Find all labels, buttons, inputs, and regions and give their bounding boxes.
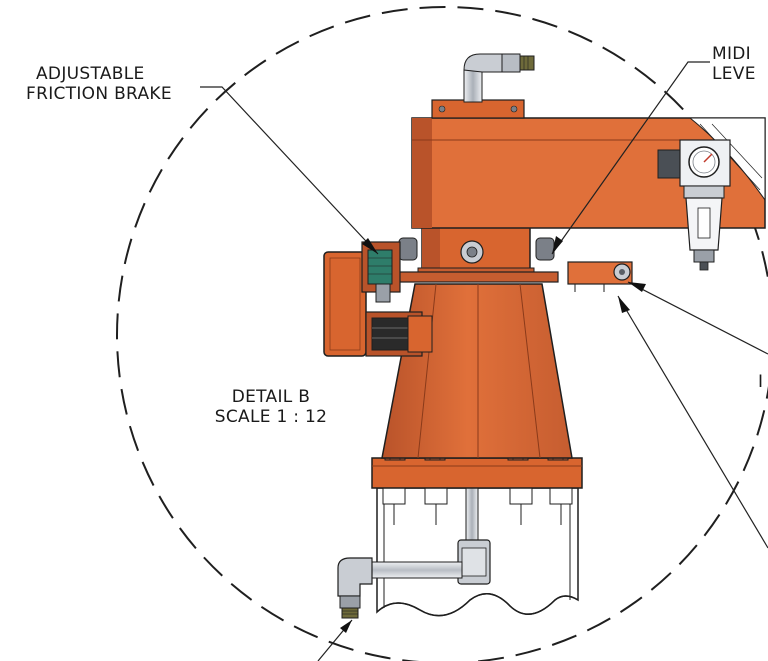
label-detail-title: DETAIL B [231, 387, 311, 407]
label-midi-line2: LEVE [712, 64, 756, 84]
upper-column [417, 221, 535, 279]
brake-plate [361, 237, 633, 292]
leader-arrowheads [340, 236, 646, 633]
leader-right-lower [617, 295, 768, 549]
arm-housing [411, 99, 766, 229]
friction-brake-box [323, 241, 433, 357]
leader-lines [200, 61, 768, 661]
arrowhead-lever [552, 236, 563, 254]
tapered-column [381, 283, 573, 459]
label-right-fragment-text: I [758, 372, 764, 392]
label-adjustable-friction-brake: ADJUSTABLE FRICTION BRAKE [26, 64, 172, 104]
detail-boundary-circle [116, 6, 768, 661]
label-brake-line1: ADJUSTABLE [36, 64, 145, 84]
label-right-fragment: I [758, 372, 763, 392]
arrowhead-bottom-fitting [340, 620, 352, 633]
arrowhead-brake [362, 238, 378, 254]
top-elbow-fitting [463, 53, 535, 103]
arrowhead-right-upper [628, 282, 646, 292]
leader-middle-lever [551, 61, 710, 255]
leader-right-upper [627, 281, 768, 355]
label-middle-lever: MIDI LEVE [712, 44, 756, 84]
label-brake-line2: FRICTION BRAKE [26, 84, 172, 104]
arrowhead-right-lower [618, 296, 630, 313]
filter-regulator [657, 139, 731, 271]
label-detail-b: DETAIL B SCALE 1 : 12 [186, 387, 356, 427]
leader-adjustable-friction-brake [200, 86, 379, 255]
label-detail-scale: SCALE 1 : 12 [214, 407, 328, 427]
air-line-piping [337, 475, 491, 619]
label-midi-line1: MIDI [712, 44, 751, 64]
